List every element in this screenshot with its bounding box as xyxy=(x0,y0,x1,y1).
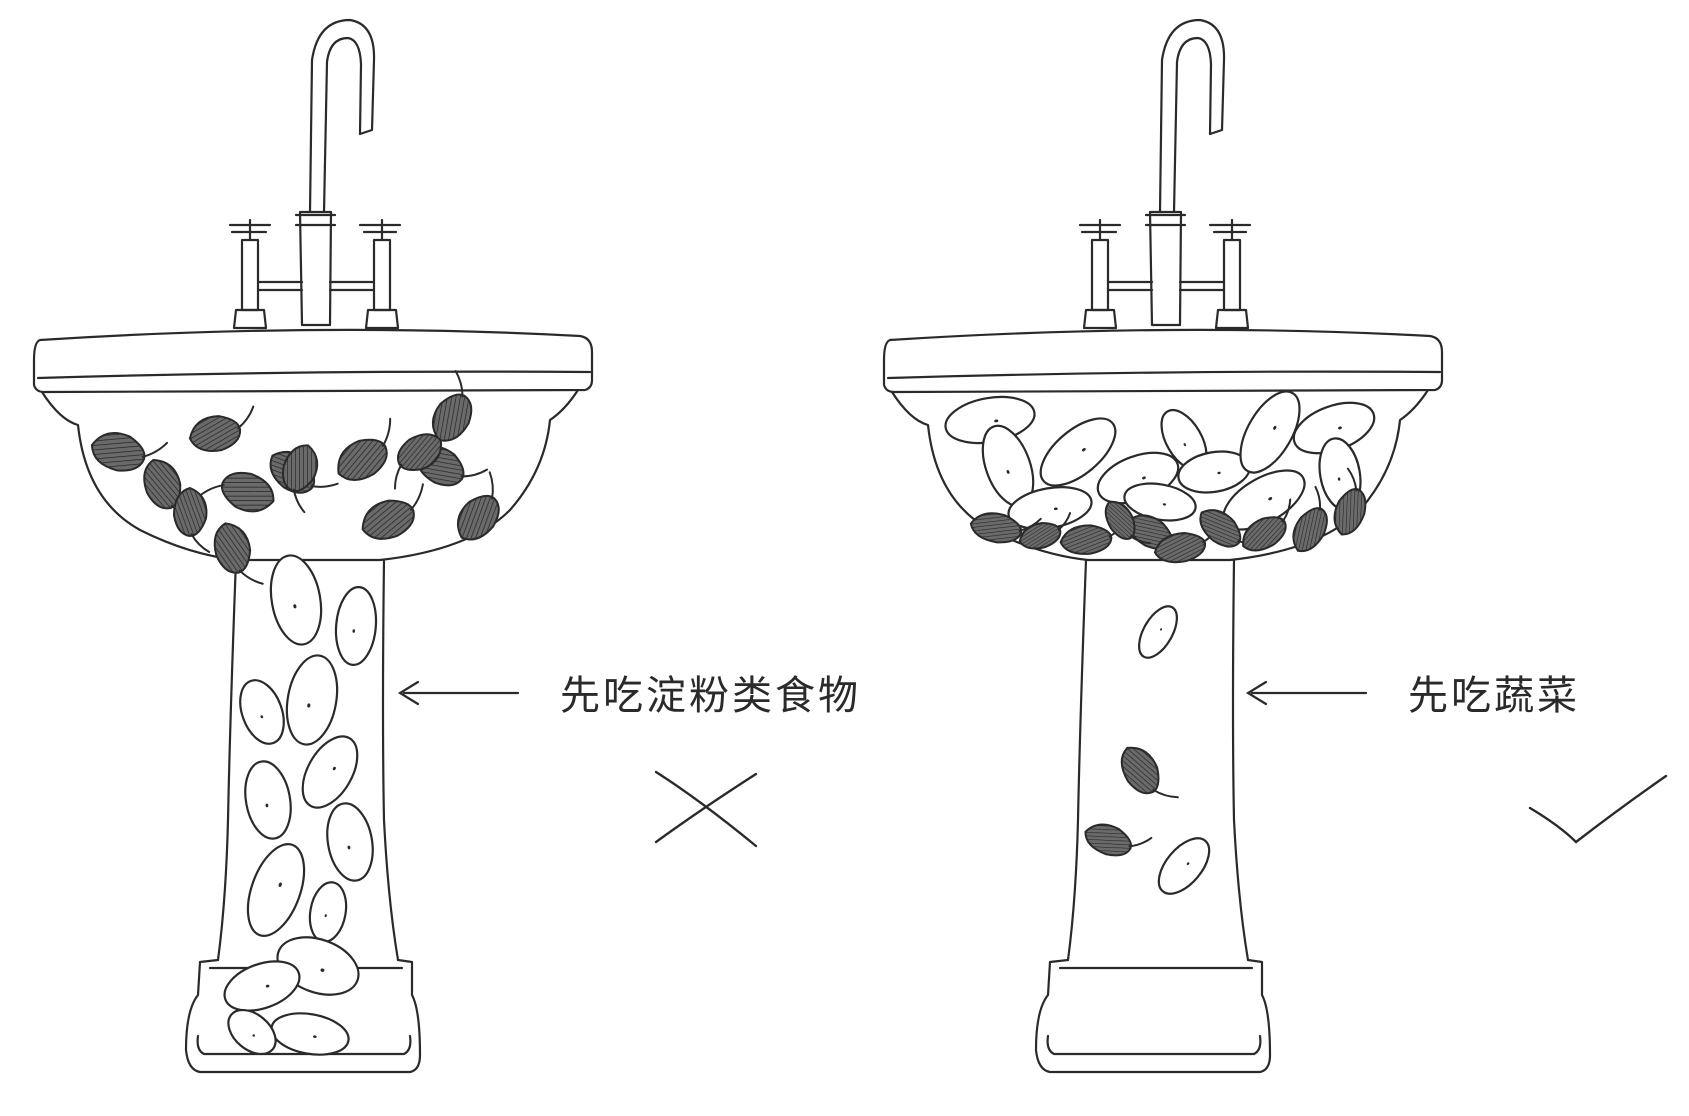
stone xyxy=(1131,600,1184,664)
leaf xyxy=(198,460,279,522)
leaf xyxy=(355,484,436,546)
stone xyxy=(264,551,327,648)
stone xyxy=(305,879,350,944)
left-pedestal-stones xyxy=(218,551,379,1062)
stone xyxy=(240,758,297,842)
left-arrow xyxy=(400,682,518,704)
leaf xyxy=(1113,738,1177,814)
right-panel xyxy=(884,20,1666,1072)
stone xyxy=(268,1008,352,1061)
check-icon xyxy=(1530,776,1666,842)
left-caption: 先吃淀粉类食物 xyxy=(560,676,861,716)
cross-icon xyxy=(656,772,756,846)
stone xyxy=(322,800,379,884)
right-arrow xyxy=(1248,682,1366,704)
right-caption: 先吃蔬菜 xyxy=(1408,676,1580,716)
leaf xyxy=(1081,816,1152,867)
stone xyxy=(232,674,292,750)
stone xyxy=(237,837,315,944)
right-pedestal-contents xyxy=(1081,600,1219,902)
leaf xyxy=(174,488,209,552)
left-panel xyxy=(34,20,756,1072)
leaf xyxy=(186,407,259,456)
stone xyxy=(333,585,379,666)
stone xyxy=(280,651,343,748)
stone xyxy=(1149,829,1218,902)
